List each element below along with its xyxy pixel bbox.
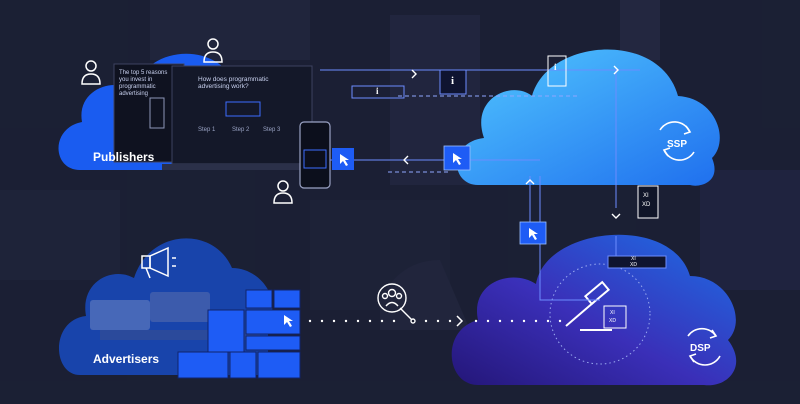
cursor-tile-advertiser[interactable]	[284, 315, 293, 327]
info-box-1[interactable]	[351, 85, 405, 99]
ssp-label: SSP	[667, 139, 688, 150]
dsp-cloud	[451, 234, 737, 386]
cookie-text-dsp-bottom: XD	[630, 262, 637, 268]
info-box-3[interactable]	[547, 55, 567, 87]
info-icon-3: i	[554, 62, 557, 72]
arrow-heads	[403, 65, 621, 219]
cookie-text-dsp-top: XI	[631, 256, 636, 262]
cursor-tile-ssp[interactable]	[443, 145, 471, 171]
megaphone-icon	[141, 246, 176, 279]
user-icon-top	[203, 38, 223, 63]
screen-step-2: Step 2	[232, 127, 250, 133]
advertiser-tile-collage	[177, 289, 301, 379]
screen-heading-back: The top 5 reasons you invest in programm…	[119, 70, 168, 97]
ssp-rotate-icon	[659, 121, 695, 161]
laptop-front	[162, 65, 313, 170]
cookie-box-ssp[interactable]	[637, 185, 659, 219]
cookie-text-ssp-top: XI	[643, 193, 649, 199]
screen-step-3: Step 3	[263, 127, 281, 133]
user-icon-left	[81, 60, 101, 85]
screen-heading-front: How does programmatic advertising work?	[198, 76, 269, 90]
cookie-text-ssp-bottom: XD	[642, 202, 651, 208]
info-box-2[interactable]	[439, 69, 467, 95]
phone-device	[299, 121, 331, 189]
ssp-cloud	[456, 49, 720, 186]
info-icon-2: i	[451, 75, 455, 87]
dsp-label: DSP	[690, 343, 711, 354]
flow-chevron	[456, 315, 464, 327]
cursor-tile-dsp[interactable]	[519, 221, 547, 245]
auction-circle	[549, 263, 651, 365]
dotted-flow-line	[308, 319, 562, 323]
info-icon-1: i	[376, 86, 379, 96]
cursor-tile-phone[interactable]	[332, 148, 354, 170]
cookie-bar-dsp[interactable]	[607, 255, 667, 269]
cookie-text-box-bottom: XD	[609, 318, 616, 324]
cookie-text-box-top: XI	[610, 310, 615, 316]
publishers-label: Publishers	[93, 150, 155, 164]
dsp-rotate-icon	[687, 327, 721, 366]
advertiser-office-image	[90, 292, 260, 340]
user-icon-phone	[273, 180, 293, 204]
advertisers-label: Advertisers	[93, 352, 160, 366]
screen-step-1: Step 1	[198, 127, 216, 133]
dashed-lines	[388, 95, 580, 173]
audience-icon	[377, 283, 416, 324]
cookie-box-dsp[interactable]	[603, 305, 627, 329]
